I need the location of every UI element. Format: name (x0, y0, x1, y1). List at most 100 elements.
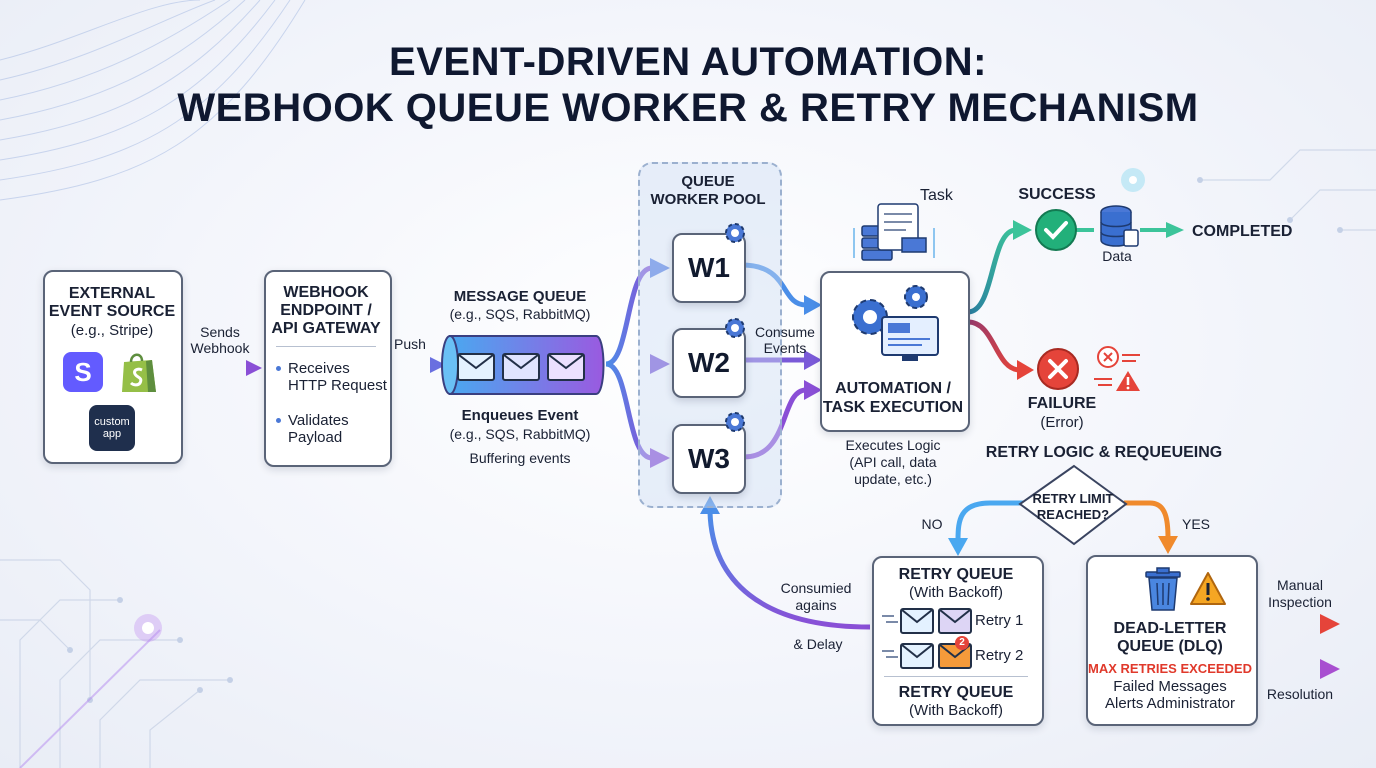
data-label: Data (1102, 248, 1132, 264)
edge-automation-to-failure (967, 319, 1034, 380)
retry-2-label: Retry 2 (975, 647, 1024, 664)
shopify-bag-icon (122, 353, 156, 392)
endpoint-item-2b: Payload (288, 429, 343, 446)
edge-retry-back-to-workers (700, 496, 871, 630)
source-title-1: EXTERNAL (68, 285, 156, 302)
edge-endpoint-to-queue (389, 357, 446, 373)
decision-yes-label: YES (1181, 516, 1211, 532)
decision-text-1: RETRY LIMIT (1032, 491, 1114, 506)
gear-icon (725, 223, 745, 243)
motion-lines-icon (882, 615, 898, 623)
retry-logic-title: RETRY LOGIC & REQUEUEING (985, 444, 1223, 461)
automation-task-execution-box (820, 271, 970, 432)
envelope-icon (900, 643, 934, 669)
automation-note-1: Executes Logic (845, 437, 941, 453)
retry-limit-decision-diamond (1018, 464, 1128, 546)
dlq-warning: MAX RETRIES EXCEEDED (1088, 661, 1252, 676)
queue-label-sub: (e.g., SQS, RabbitMQ) (449, 426, 591, 442)
envelope-icon (938, 608, 972, 634)
edge-dlq-manual (1256, 614, 1340, 634)
automation-title-2: TASK EXECUTION (822, 399, 964, 416)
error-warning-icon (1094, 346, 1140, 391)
edge-dlq-resolution (1256, 659, 1340, 679)
resolution-label: Resolution (1266, 686, 1334, 702)
custom-app-icon: custom app (89, 405, 135, 451)
retry-queue-title: RETRY QUEUE (898, 566, 1014, 583)
task-label: Task (920, 187, 953, 204)
failure-sub: (Error) (1040, 414, 1084, 431)
retry-queue-divider (884, 676, 1028, 677)
endpoint-item-2a: Validates (288, 412, 349, 429)
bullet-dot (276, 418, 281, 423)
page-title-line1: EVENT-DRIVEN AUTOMATION: (389, 40, 987, 84)
envelope-icon (457, 353, 495, 381)
endpoint-title-1: WEBHOOK (283, 284, 369, 301)
endpoint-item-1b: HTTP Request (288, 377, 387, 394)
edge-source-to-endpoint (182, 360, 262, 376)
error-x-icon (1037, 348, 1079, 390)
worker-w1: W1 (672, 233, 746, 303)
queue-subtitle: (e.g., SQS, RabbitMQ) (449, 306, 591, 322)
failure-label: FAILURE (1027, 395, 1097, 412)
consumed-label-3: & Delay (793, 636, 843, 652)
endpoint-item-1a: Receives (288, 360, 350, 377)
manual-label-2: Inspection (1268, 594, 1332, 610)
retry-queue-title-b: RETRY QUEUE (898, 684, 1014, 701)
edge-decision-yes (1124, 500, 1178, 554)
edges-workers-to-automation (741, 262, 822, 460)
consumed-label-1: Consumied (780, 580, 852, 596)
edge-label-push: Push (394, 336, 426, 352)
endpoint-title-3: API GATEWAY (271, 320, 381, 337)
edges-queue-to-workers (605, 258, 670, 468)
database-icon (1100, 205, 1139, 247)
gear-icon (725, 412, 745, 432)
edge-decision-no (948, 500, 1024, 556)
edge-label-consume: Consume (755, 324, 815, 340)
trash-icon (1145, 567, 1181, 611)
worker-w3: W3 (672, 424, 746, 494)
bullet-dot (276, 366, 281, 371)
retry-count-badge: 2 (955, 636, 969, 650)
dlq-line-2: Alerts Administrator (1104, 695, 1236, 712)
queue-title: MESSAGE QUEUE (453, 288, 587, 305)
source-subtitle: (e.g., Stripe) (70, 322, 154, 339)
queue-label: Enqueues Event (461, 407, 579, 424)
endpoint-divider (276, 346, 376, 347)
dlq-line-1: Failed Messages (1113, 678, 1227, 695)
edge-label-webhook: Webhook (190, 340, 250, 356)
automation-note-2: (API call, data (849, 454, 937, 470)
consumed-label-2: agains (795, 597, 837, 613)
edge-automation-to-success (967, 220, 1032, 315)
automation-title-1: AUTOMATION / (835, 380, 951, 397)
envelope-icon (900, 608, 934, 634)
retry-queue-sub-b: (With Backoff) (909, 702, 1003, 719)
pool-title-2: WORKER POOL (650, 191, 766, 208)
edge-label-events: Events (763, 340, 807, 356)
pool-title-1: QUEUE (681, 173, 735, 190)
source-title-2: EVENT SOURCE (48, 303, 176, 320)
stripe-logo-icon: S (63, 352, 103, 392)
endpoint-title-2: ENDPOINT / (280, 302, 372, 319)
worker-w2: W2 (672, 328, 746, 398)
decision-text-2: REACHED? (1036, 507, 1110, 522)
completed-label: COMPLETED (1192, 223, 1293, 240)
checkmark-icon (1035, 209, 1077, 251)
envelope-icon (502, 353, 540, 381)
motion-lines-icon (882, 650, 898, 658)
webhook-endpoint-box (264, 270, 392, 467)
automation-note-3: update, etc.) (854, 471, 932, 487)
automation-gears-monitor-icon (852, 285, 939, 361)
dlq-title-1: DEAD-LETTER (1113, 620, 1227, 637)
retry-1-label: Retry 1 (975, 612, 1024, 629)
page-title-line2: WEBHOOK QUEUE WORKER & RETRY MECHANISM (177, 86, 1199, 130)
edge-success-to-completed (1076, 222, 1184, 238)
retry-queue-sub: (With Backoff) (909, 584, 1003, 601)
edge-label-sends: Sends (200, 324, 240, 340)
queue-buffering-note: Buffering events (469, 450, 571, 466)
envelope-icon (547, 353, 585, 381)
warning-icon (1190, 572, 1226, 605)
success-label: SUCCESS (1018, 186, 1096, 203)
manual-label-1: Manual (1277, 577, 1323, 593)
